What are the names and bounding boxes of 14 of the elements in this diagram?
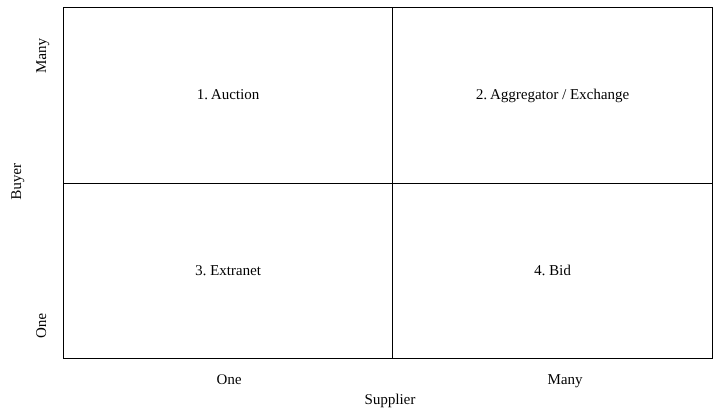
quadrant-label: 4. Bid [534,262,571,280]
axis-tick-label: Many [34,38,50,72]
axis-title: Buyer [8,162,26,200]
axis-tick-label: Many [548,372,582,388]
axis-title: Supplier [364,392,416,408]
axis-tick-label: One [216,372,242,388]
axis-tick-label: One [34,312,50,338]
quadrant-label: 1. Auction [196,87,260,104]
quadrant-label: 3. Extranet [195,262,261,280]
quadrant-label: 2. Aggregator / Exchange [476,87,630,104]
matrix-cell [392,183,713,359]
matrix-cell [63,183,393,359]
matrix-cell [63,7,393,184]
matrix-cell [392,7,713,184]
